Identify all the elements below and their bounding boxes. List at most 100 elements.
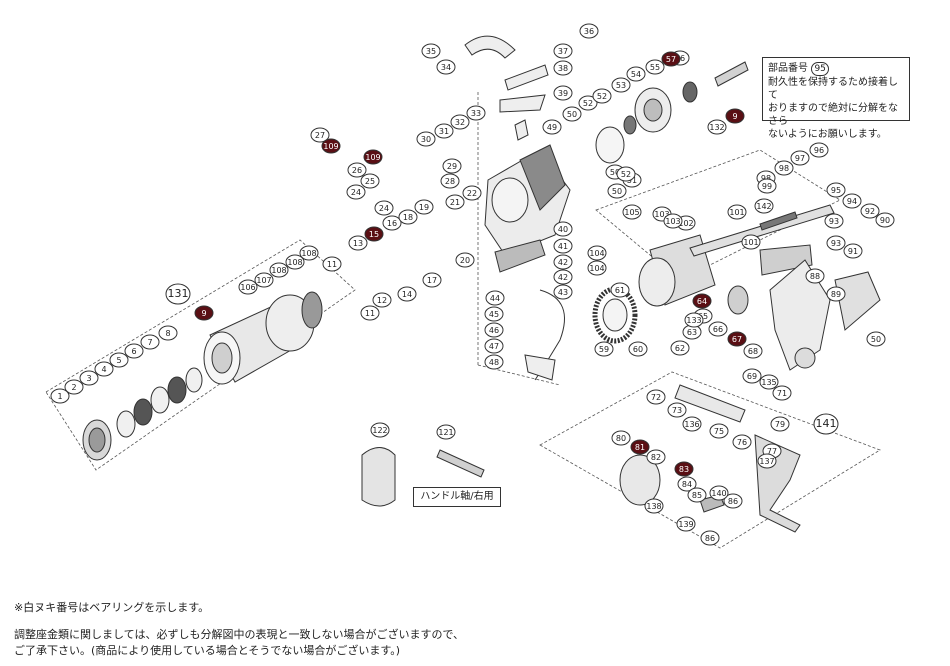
callout-circle — [687, 487, 707, 503]
callout-circle — [484, 338, 504, 354]
callout-number: 105 — [624, 208, 639, 217]
part-callout-135: 135 — [759, 374, 779, 390]
callout-number: 65 — [698, 312, 708, 321]
part-callout-7: 7 — [140, 334, 160, 350]
callout-number: 136 — [684, 420, 699, 429]
callout-circle — [140, 334, 160, 350]
callout-number: 24 — [351, 188, 361, 197]
part-callout-81: 81 — [630, 439, 650, 455]
callout-circle — [346, 184, 366, 200]
callout-number: 48 — [489, 358, 499, 367]
stopper-plate — [595, 126, 625, 164]
callout-number: 33 — [471, 109, 481, 118]
callout-circle — [440, 173, 460, 189]
callout-number: 91 — [848, 247, 858, 256]
callout-number: 76 — [737, 438, 747, 447]
callout-number: 108 — [287, 258, 302, 267]
callout-number: 26 — [352, 166, 362, 175]
bearing-footnote: ※白ヌキ番号はベアリングを示します。 — [14, 601, 210, 614]
callout-number: 45 — [489, 310, 499, 319]
gear-hub — [602, 298, 628, 332]
callout-number: 54 — [631, 70, 641, 79]
bail-lever — [499, 94, 546, 113]
spool-assembly — [82, 291, 323, 461]
callout-circle — [422, 272, 442, 288]
callout-number: 102 — [678, 219, 693, 228]
callout-number: 51 — [627, 176, 637, 185]
callout-number: 71 — [777, 389, 787, 398]
part-callout-9: 9 — [725, 108, 745, 124]
callout-number: 19 — [419, 203, 429, 212]
part-callout-11: 11 — [322, 256, 342, 272]
callout-circle — [826, 235, 846, 251]
part-callout-62: 62 — [670, 340, 690, 356]
pinion-washer — [623, 115, 637, 135]
callout-circle — [684, 312, 704, 328]
callout-number: 69 — [747, 372, 757, 381]
callout-number: 108 — [301, 249, 316, 258]
callout-circle — [732, 434, 752, 450]
callout-number: 59 — [599, 345, 609, 354]
part-callout-136: 136 — [682, 416, 702, 432]
callout-circle — [269, 262, 289, 278]
callout-number: 84 — [682, 480, 692, 489]
bail-parts — [464, 35, 565, 381]
side-plate — [834, 271, 881, 331]
callout-circle — [372, 292, 392, 308]
note-line3: おりますので絶対に分解をなさら — [768, 103, 898, 127]
callout-circle — [616, 166, 636, 182]
callout-circle — [360, 305, 380, 321]
callout-circle — [553, 284, 573, 300]
part-callout-50: 50 — [866, 331, 886, 347]
callout-number: 52 — [583, 99, 593, 108]
callout-number: 9 — [201, 309, 206, 318]
rotor-face — [491, 177, 529, 223]
note-line1: 部品番号 — [768, 63, 808, 74]
callout-circle — [826, 286, 846, 302]
callout-circle — [622, 204, 642, 220]
callout-number: 50 — [610, 168, 620, 177]
callout-number: 52 — [597, 92, 607, 101]
callout-circle — [611, 430, 631, 446]
callout-circle — [254, 272, 274, 288]
callout-number: 141 — [816, 417, 837, 430]
part-callout-104: 104 — [587, 260, 607, 276]
callout-number: 34 — [441, 63, 451, 72]
callout-circle — [757, 453, 777, 469]
part-callout-59: 59 — [594, 341, 614, 357]
part-121-shaft — [436, 449, 485, 478]
callout-number: 21 — [450, 198, 460, 207]
callout-circle — [842, 193, 862, 209]
washer-2 — [116, 410, 136, 438]
callout-circle — [442, 158, 462, 174]
part-callout-48: 48 — [484, 354, 504, 370]
callout-number: 12 — [377, 296, 387, 305]
callout-circle — [455, 252, 475, 268]
spool-front-inner — [211, 342, 233, 374]
part-callout-137: 137 — [757, 453, 777, 469]
part-callout-3: 3 — [79, 370, 99, 386]
callout-circle — [398, 209, 418, 225]
callout-number: 20 — [460, 256, 470, 265]
callout-circle — [644, 498, 664, 514]
part-callout-57: 57 — [661, 51, 681, 67]
part-callout-88: 88 — [805, 268, 825, 284]
callout-circle — [165, 283, 191, 305]
callout-circle — [238, 279, 258, 295]
note-line2: 耐久性を保持するため接着して — [768, 77, 898, 101]
part-callout-44: 44 — [485, 290, 505, 306]
part-callout-43: 43 — [553, 284, 573, 300]
callout-circle — [843, 243, 863, 259]
part-callout-142: 142 — [754, 198, 774, 214]
callout-number: 53 — [616, 81, 626, 90]
part-callout-17: 17 — [422, 272, 442, 288]
part-callout-122: 122 — [370, 422, 390, 438]
callout-circle — [450, 114, 470, 130]
callout-number: 122 — [372, 426, 387, 435]
callout-number: 131 — [168, 287, 189, 300]
callout-circle — [667, 402, 687, 418]
callout-number: 35 — [426, 47, 436, 56]
part-callout-72: 72 — [646, 389, 666, 405]
callout-circle — [727, 204, 747, 220]
callout-circle — [462, 185, 482, 201]
